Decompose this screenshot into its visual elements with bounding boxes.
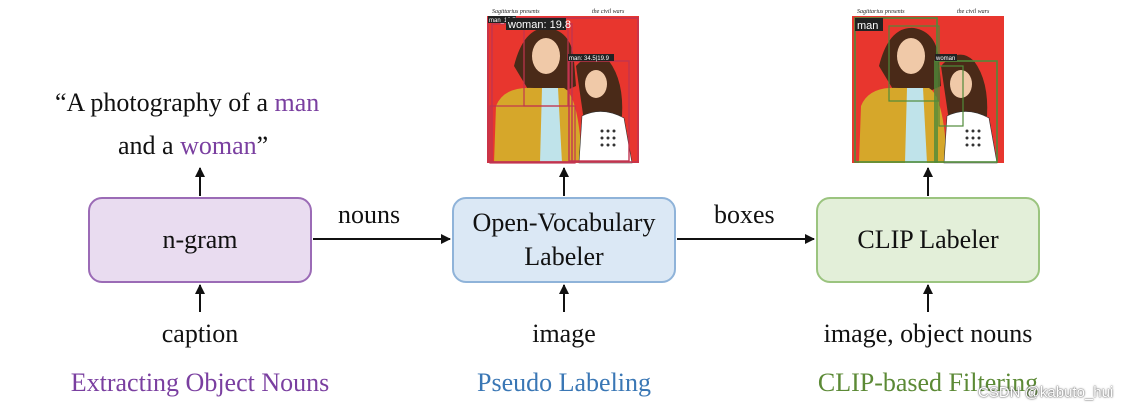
open-vocab-labeler-box: Open-Vocabulary Labeler xyxy=(452,197,676,283)
watermark: CSDN @kabuto_hui xyxy=(978,384,1114,401)
image-header-right: the civil wars xyxy=(592,9,625,15)
caption-quote-line1: “A photography of a man xyxy=(55,88,319,118)
input-image: image xyxy=(532,319,596,348)
input-caption: caption xyxy=(161,319,239,348)
open-vocab-label-line2: Labeler xyxy=(524,242,604,271)
det-label: man: 34.5|19.9 xyxy=(569,56,610,62)
caption-quote-text: and a xyxy=(118,131,181,160)
edge-label-nouns: nouns xyxy=(338,200,401,229)
image-header-left: Sagittarius presents xyxy=(492,9,540,15)
image-open-vocab-output: Sagittarius presents the civil wars man_… xyxy=(484,6,642,171)
stage-pseudo-labeling: Pseudo Labeling xyxy=(476,368,652,397)
det-label: woman xyxy=(935,56,955,62)
image-header-left: Sagittarius presents xyxy=(857,9,905,15)
stage-extracting-object-nouns: Extracting Object Nouns xyxy=(70,368,330,397)
clip-labeler-box: CLIP Labeler xyxy=(816,197,1040,283)
noun-man: man xyxy=(274,88,320,117)
image-header-right: the civil wars xyxy=(957,9,990,15)
det-label: man xyxy=(857,20,878,32)
caption-quote-line2: and a woman” xyxy=(118,131,268,161)
ngram-label: n-gram xyxy=(162,225,238,254)
caption-quote-close: ” xyxy=(256,131,269,160)
det-label: man_18.7 xyxy=(489,18,516,24)
noun-woman: woman xyxy=(180,131,257,160)
image-clip-output: Sagittarius presents the civil wars man … xyxy=(849,6,1007,171)
ngram-box: n-gram xyxy=(88,197,312,283)
input-image-object-nouns: image, object nouns xyxy=(823,319,1033,348)
edge-label-boxes: boxes xyxy=(714,200,775,229)
clip-labeler-label: CLIP Labeler xyxy=(857,225,999,254)
stage-clip-based-filtering: CLIP-based Filtering xyxy=(817,368,1039,397)
det-label: woman: 19.8 xyxy=(507,19,571,31)
caption-quote-text: “A photography of a xyxy=(55,88,275,117)
open-vocab-label-line1: Open-Vocabulary xyxy=(472,208,656,237)
